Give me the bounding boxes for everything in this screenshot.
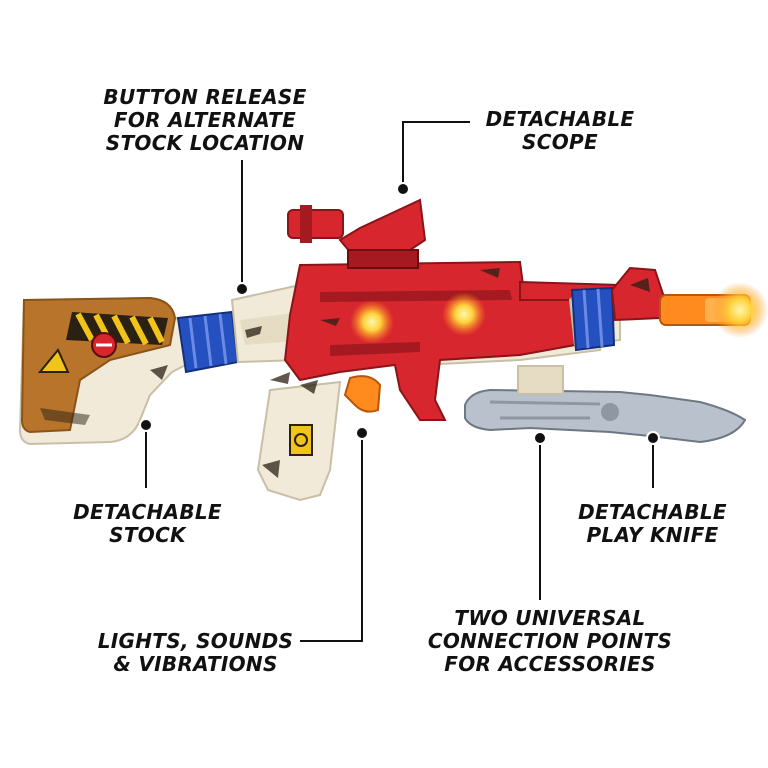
- light-glows: [350, 282, 768, 344]
- callout-button-release: BUTTON RELEASE FOR ALTERNATE STOCK LOCAT…: [85, 86, 325, 155]
- dot-points: [533, 431, 547, 445]
- leader-lights: [300, 433, 363, 642]
- callout-line: DETACHABLE: [485, 107, 635, 131]
- dot-knife: [646, 431, 660, 445]
- leader-lines: [145, 121, 654, 642]
- dot-release: [235, 282, 249, 296]
- leader-scope: [402, 121, 470, 185]
- callout-detachable-play-knife: DETACHABLE PLAY KNIFE: [560, 501, 745, 547]
- callout-line: FOR ALTERNATE: [113, 108, 297, 132]
- callout-line: PLAY KNIFE: [586, 523, 719, 547]
- callout-line: FOR ACCESSORIES: [444, 652, 656, 676]
- callout-line: TWO UNIVERSAL: [454, 606, 646, 630]
- callout-line: DETACHABLE: [73, 500, 222, 524]
- callout-line: SCOPE: [522, 130, 598, 154]
- callout-line: CONNECTION POINTS: [427, 629, 673, 653]
- callout-connection-points: TWO UNIVERSAL CONNECTION POINTS FOR ACCE…: [415, 607, 685, 676]
- leader-dots: [139, 182, 660, 445]
- dot-stock: [139, 418, 153, 432]
- callout-lights-sounds: LIGHTS, SOUNDS & VIBRATIONS: [88, 630, 303, 676]
- blue-tape-rear: [176, 310, 240, 374]
- dot-lights: [355, 426, 369, 440]
- callout-line: STOCK: [109, 523, 186, 547]
- callout-line: STOCK LOCATION: [105, 131, 305, 155]
- callout-line: & VIBRATIONS: [113, 652, 278, 676]
- callout-detachable-stock: DETACHABLE STOCK: [60, 501, 235, 547]
- red-body: [283, 260, 627, 421]
- callout-line: LIGHTS, SOUNDS: [97, 629, 294, 653]
- dot-scope: [396, 182, 410, 196]
- play-knife: [464, 365, 747, 444]
- scope: [287, 198, 427, 269]
- stock: [18, 296, 197, 446]
- callout-line: BUTTON RELEASE: [103, 85, 307, 109]
- trigger: [343, 375, 382, 413]
- callout-detachable-scope: DETACHABLE SCOPE: [470, 108, 650, 154]
- callout-line: DETACHABLE: [578, 500, 727, 524]
- grip: [256, 380, 342, 502]
- grunge-marks: [150, 268, 650, 478]
